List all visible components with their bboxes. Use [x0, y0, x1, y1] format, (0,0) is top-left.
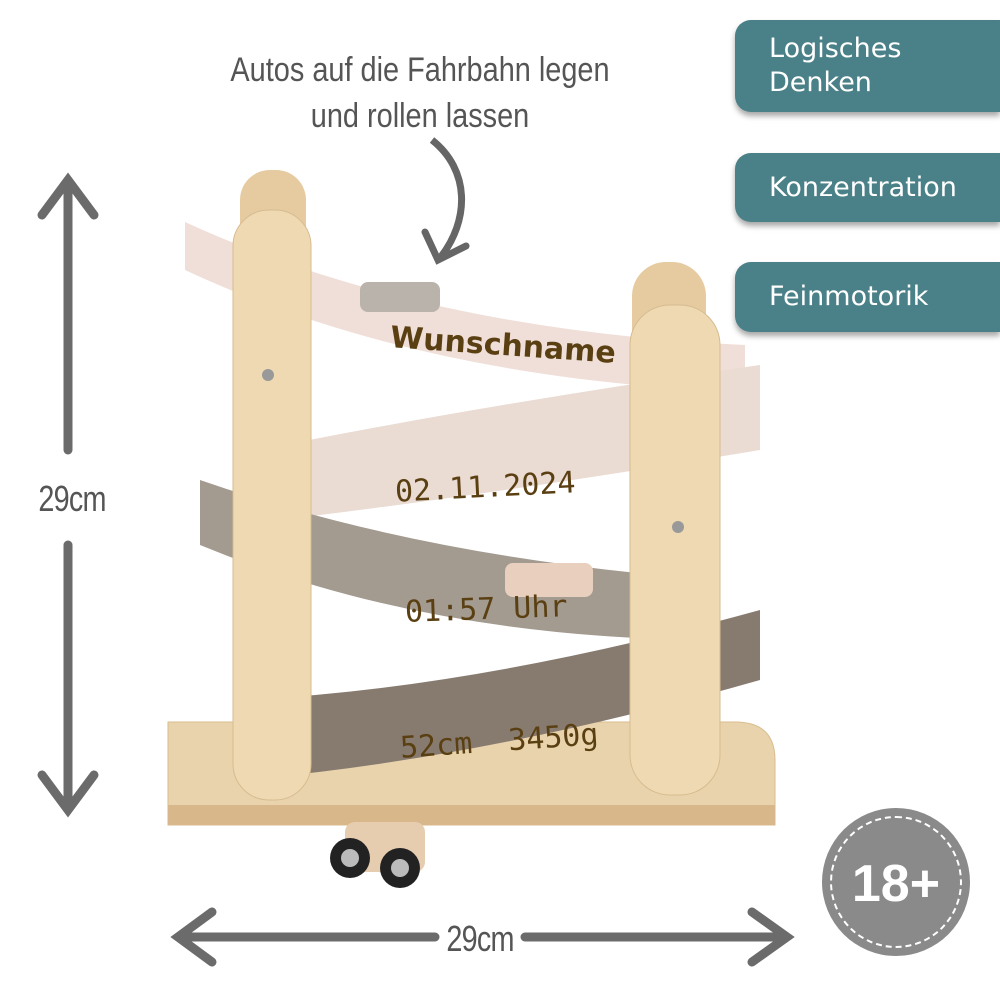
annotation-line-1: Autos auf die Fahrbahn legen [230, 51, 610, 89]
badge-label: Logisches [769, 33, 902, 64]
width-arrow [170, 907, 795, 967]
badge-concentration: Konzentration [735, 153, 1000, 222]
badge-logical-thinking: Logisches Denken [735, 20, 1000, 112]
age-label: 18+ [851, 855, 941, 913]
toy-car [330, 822, 425, 888]
badge-label: Konzentration [769, 171, 957, 203]
badge-label: Feinmotorik [769, 281, 929, 312]
curved-arrow-icon [429, 137, 466, 261]
height-label: 29cm [38, 478, 106, 519]
badge-label: Denken [769, 67, 872, 98]
toy-car [360, 282, 440, 312]
toy-car [505, 563, 593, 597]
height-arrow [37, 172, 99, 818]
width-label: 29cm [446, 918, 514, 959]
engraving-time: 01:57 Uhr [404, 589, 569, 630]
age-badge: 18+ [822, 808, 970, 956]
badge-fine-motor-skills: Feinmotorik [735, 262, 1000, 332]
annotation-line-2: und rollen lassen [310, 97, 530, 135]
